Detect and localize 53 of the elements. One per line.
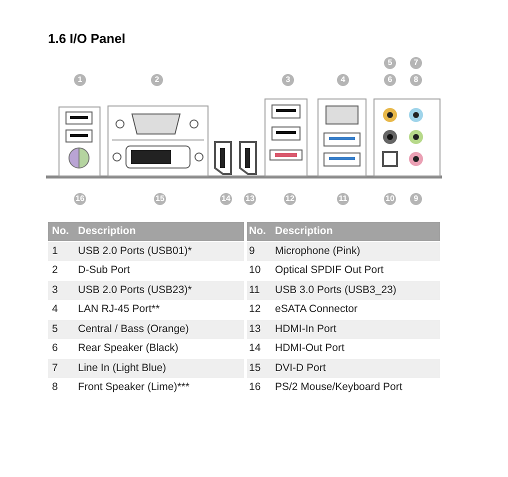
section-title: 1.6 I/O Panel [48,31,126,46]
port-description: USB 3.0 Ports (USB3_23) [275,282,396,298]
column-header: No. [249,224,266,239]
row-number: 4 [52,302,58,317]
port-description: Front Speaker (Lime)*** [78,380,190,395]
callout-number: 16 [74,193,86,205]
port-description: LAN RJ-45 Port** [78,302,160,317]
port-description: HDMI-Out Port [275,341,344,356]
row-number: 8 [52,380,58,395]
row-number: 9 [249,244,255,258]
callout-number: 3 [282,74,294,86]
row-number: 7 [52,360,58,376]
callout-number: 2 [151,74,163,86]
callout-number: 7 [410,57,422,69]
callout-number: 8 [410,74,422,86]
callout-number: 10 [384,193,396,205]
row-number: 1 [52,244,58,258]
callout-number: 11 [337,193,349,205]
callout-number: 15 [154,193,166,205]
port-description: Optical SPDIF Out Port [275,263,384,278]
row-number: 3 [52,282,58,298]
callout-number: 6 [384,74,396,86]
row-number: 15 [249,360,261,376]
callout-number: 4 [337,74,349,86]
port-description: Rear Speaker (Black) [78,341,178,356]
port-description: USB 2.0 Ports (USB01)* [78,244,192,258]
row-number: 16 [249,380,261,395]
callout-number: 12 [284,193,296,205]
row-number: 12 [249,302,261,317]
callout-number: 5 [384,57,396,69]
callout-number: 14 [220,193,232,205]
port-description: HDMI-In Port [275,322,336,336]
port-description: PS/2 Mouse/Keyboard Port [275,380,402,395]
column-header: Description [78,224,136,239]
column-header: No. [52,224,69,239]
port-description: Microphone (Pink) [275,244,360,258]
callout-number: 1 [74,74,86,86]
row-number: 14 [249,341,261,356]
row-number: 2 [52,263,58,278]
port-description: USB 2.0 Ports (USB23)* [78,282,192,298]
port-description: Central / Bass (Orange) [78,322,189,336]
row-number: 13 [249,322,261,336]
row-number: 10 [249,263,261,278]
callout-number: 13 [244,193,256,205]
port-description: D-Sub Port [78,263,130,278]
column-header: Description [275,224,333,239]
port-description: Line In (Light Blue) [78,360,166,376]
port-description: DVI-D Port [275,360,326,376]
callout-number: 9 [410,193,422,205]
row-number: 11 [249,282,260,298]
row-number: 6 [52,341,58,356]
row-number: 5 [52,322,58,336]
port-description: eSATA Connector [275,302,358,317]
